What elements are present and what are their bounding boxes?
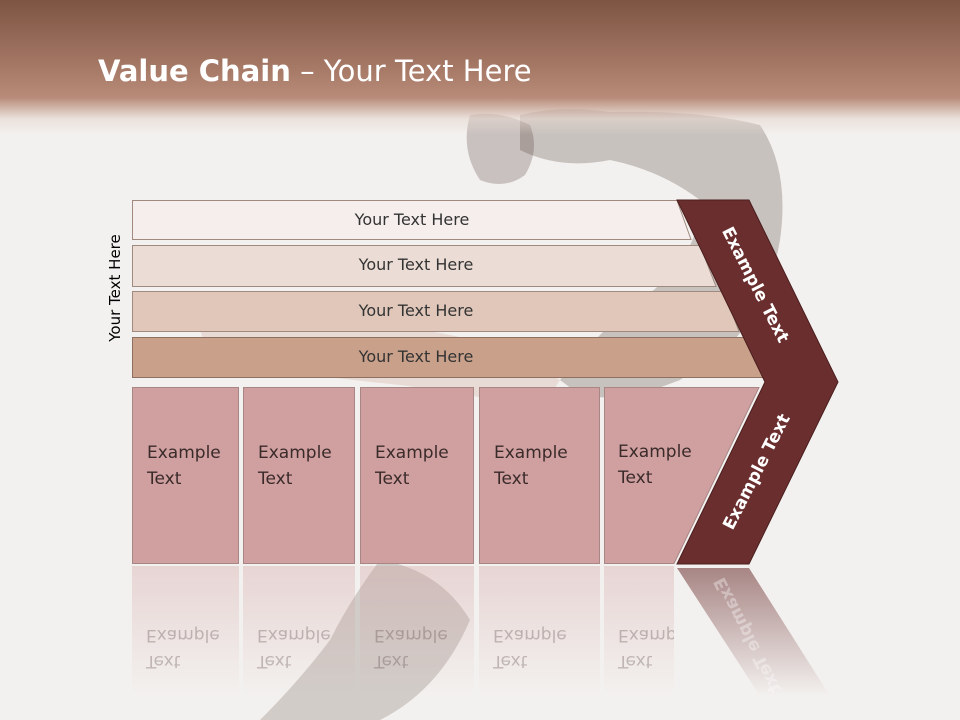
value-box-2: Example Text (243, 387, 355, 564)
box-3-reflection-line2: Text (374, 651, 409, 671)
box-2-reflection-line1: Example (257, 625, 331, 645)
bar-1: Your Text Here (132, 200, 692, 240)
side-label: Your Text Here (106, 234, 124, 342)
value-box-2-line1: Example (258, 443, 332, 463)
box-3-reflection-line1: Example (374, 625, 448, 645)
value-box-2-line2: Text (258, 469, 293, 489)
box-1-reflection-line2: Text (146, 651, 181, 671)
value-box-3: Example Text (360, 387, 474, 564)
title-bold: Value Chain (98, 54, 291, 88)
box-1-reflection: Text Example (132, 566, 239, 696)
bar-2: Your Text Here (132, 245, 717, 287)
bar-1-shape (132, 200, 692, 240)
box-4-reflection: Text Example (479, 566, 600, 696)
page-title: Value Chain – Your Text Here (98, 54, 532, 88)
value-box-1-line1: Example (147, 443, 221, 463)
box-5-reflection: Text Example (604, 566, 674, 696)
bar-3-label: Your Text Here (358, 301, 474, 320)
value-box-4: Example Text (479, 387, 600, 564)
value-box-1-line2: Text (147, 469, 182, 489)
bar-1-label: Your Text Here (354, 210, 470, 229)
box-5-reflection-line1: Example (618, 625, 674, 645)
bar-3: Your Text Here (132, 291, 740, 332)
box-1-reflection-line1: Example (146, 625, 220, 645)
bar-4-label: Your Text Here (358, 347, 474, 366)
chevron-arrow (676, 199, 839, 696)
title-rest: – Your Text Here (290, 54, 532, 88)
value-box-4-line1: Example (494, 443, 568, 463)
box-2-reflection-line2: Text (257, 651, 292, 671)
box-4-reflection-line2: Text (493, 651, 528, 671)
box-3-reflection: Text Example (360, 566, 474, 696)
bar-3-shape (132, 291, 740, 332)
bar-2-label: Your Text Here (358, 255, 474, 274)
value-box-4-line2: Text (494, 469, 529, 489)
bar-2-shape (132, 245, 717, 287)
header-band (0, 0, 960, 135)
value-box-5-shape (604, 387, 760, 564)
value-box-1: Example Text (132, 387, 239, 564)
box-2-reflection: Text Example (243, 566, 355, 696)
value-box-3-line1: Example (375, 443, 449, 463)
value-box-5: Example Text (604, 387, 724, 491)
value-box-5-line1: Example (618, 442, 692, 462)
box-4-reflection-line1: Example (493, 625, 567, 645)
value-box-5-line2: Text (618, 468, 653, 488)
value-box-3-line2: Text (375, 469, 410, 489)
box-5-reflection-line2: Text (618, 651, 653, 671)
